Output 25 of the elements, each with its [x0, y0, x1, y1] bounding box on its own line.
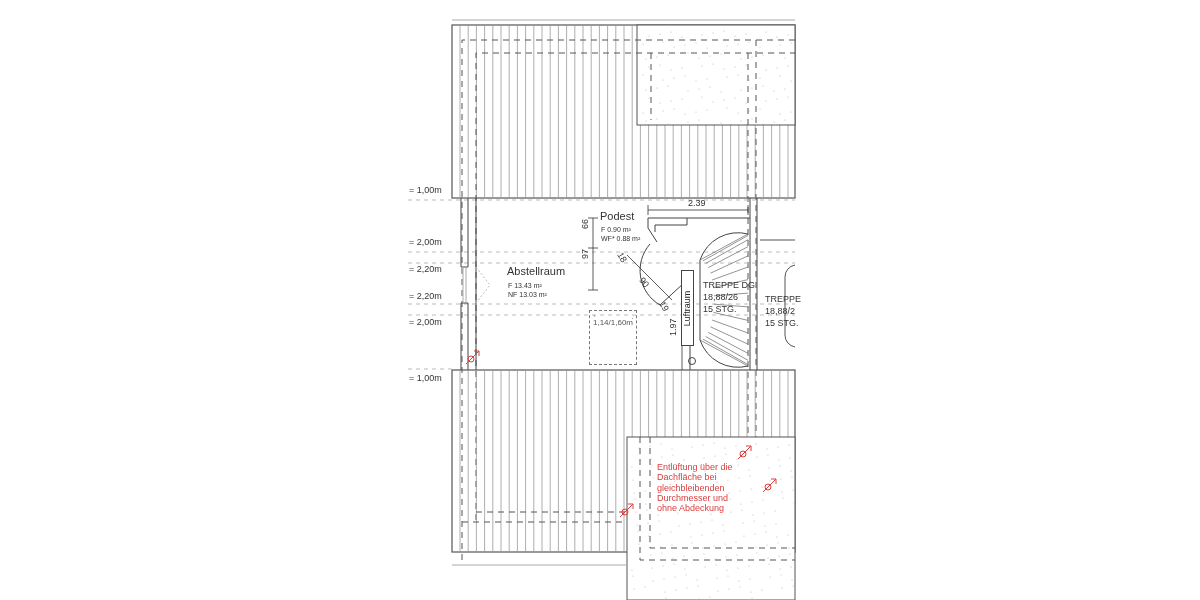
stair-label: 18,88/26 [703, 293, 739, 302]
dimension-label: = 1,00m [409, 186, 442, 195]
stair-label: TREPPE DG [703, 281, 755, 290]
stair-label: 15 STG. [765, 319, 799, 328]
air-space-box [681, 270, 694, 346]
dimension-label: 90 [637, 276, 651, 290]
dimension-label: 97 [581, 249, 590, 259]
dimension-label: 66 [581, 219, 590, 229]
stair-label: 18,88/2 [765, 307, 796, 316]
dimension-label: = 2,20m [409, 292, 442, 301]
room-name: Abstellraum [507, 266, 566, 277]
window-size: 1,14/1,60m [593, 319, 633, 364]
dimension-label: 2.39 [688, 199, 706, 208]
dimension-label: 18 [615, 251, 628, 265]
stair-label: TREPPE [765, 295, 801, 304]
vent-note: Entlüftung über die Dachfläche bei gleichbleibenden Durchmesser und ohne Abdeckung [657, 462, 734, 514]
stair-label: 15 STG. [703, 305, 737, 314]
room-name: Podest [600, 211, 635, 222]
dimension-label: = 1,00m [409, 374, 442, 383]
roof-window [589, 310, 637, 365]
dimension-label: = 2,00m [409, 318, 442, 327]
dimension-label: = 2,20m [409, 265, 442, 274]
room-name: Luftraum [683, 290, 692, 326]
dimension-label: = 2,00m [409, 238, 442, 247]
dimension-label: 19 [657, 300, 670, 314]
